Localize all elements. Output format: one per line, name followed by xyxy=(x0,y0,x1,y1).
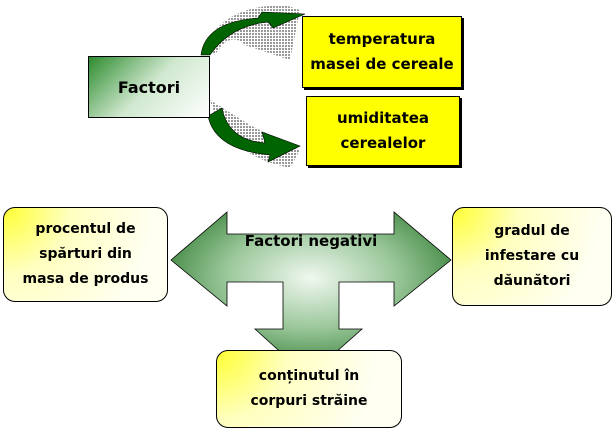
box-continutul: conținutul în corpuri străine xyxy=(216,350,402,428)
box-label: gradul de infestare cu dăunători xyxy=(484,223,580,289)
target-box-temperature: temperatura masei de cereale xyxy=(302,16,462,88)
factori-negativi-arrow xyxy=(170,211,452,378)
box-gradul: gradul de infestare cu dăunători xyxy=(452,207,612,306)
curved-arrow-down xyxy=(207,107,301,163)
box-procentul: procentul de spărturi din masa de produs xyxy=(3,207,168,302)
box-label: procentul de spărturi din masa de produs xyxy=(22,221,149,287)
box-label: conținutul în corpuri străine xyxy=(250,368,368,409)
curved-arrow-up xyxy=(200,11,306,56)
target-label: temperatura masei de cereale xyxy=(310,30,454,73)
target-label: umiditatea cerealelor xyxy=(336,109,430,152)
target-box-humidity: umiditatea cerealelor xyxy=(306,96,460,166)
factori-label: Factori xyxy=(117,77,181,97)
factori-negativi-label: Factori negativi xyxy=(244,232,378,250)
factori-box: Factori xyxy=(88,56,210,118)
